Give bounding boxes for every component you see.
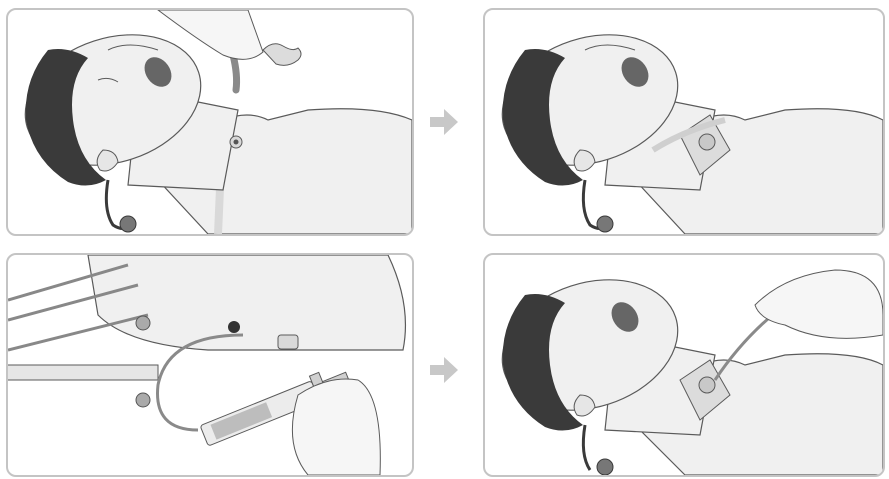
illustration-tube-secured (485, 255, 883, 475)
panel-step-4 (483, 253, 885, 477)
illustration-tube-insertion (8, 10, 412, 234)
illustration-tube-inserted (485, 10, 883, 234)
panel-step-3 (6, 253, 414, 477)
panel-step-1 (6, 8, 414, 236)
panel-step-2 (483, 8, 885, 236)
illustration-syringe-cuff (8, 255, 412, 475)
right-arrow-icon (430, 357, 458, 383)
right-arrow-icon (430, 109, 458, 135)
